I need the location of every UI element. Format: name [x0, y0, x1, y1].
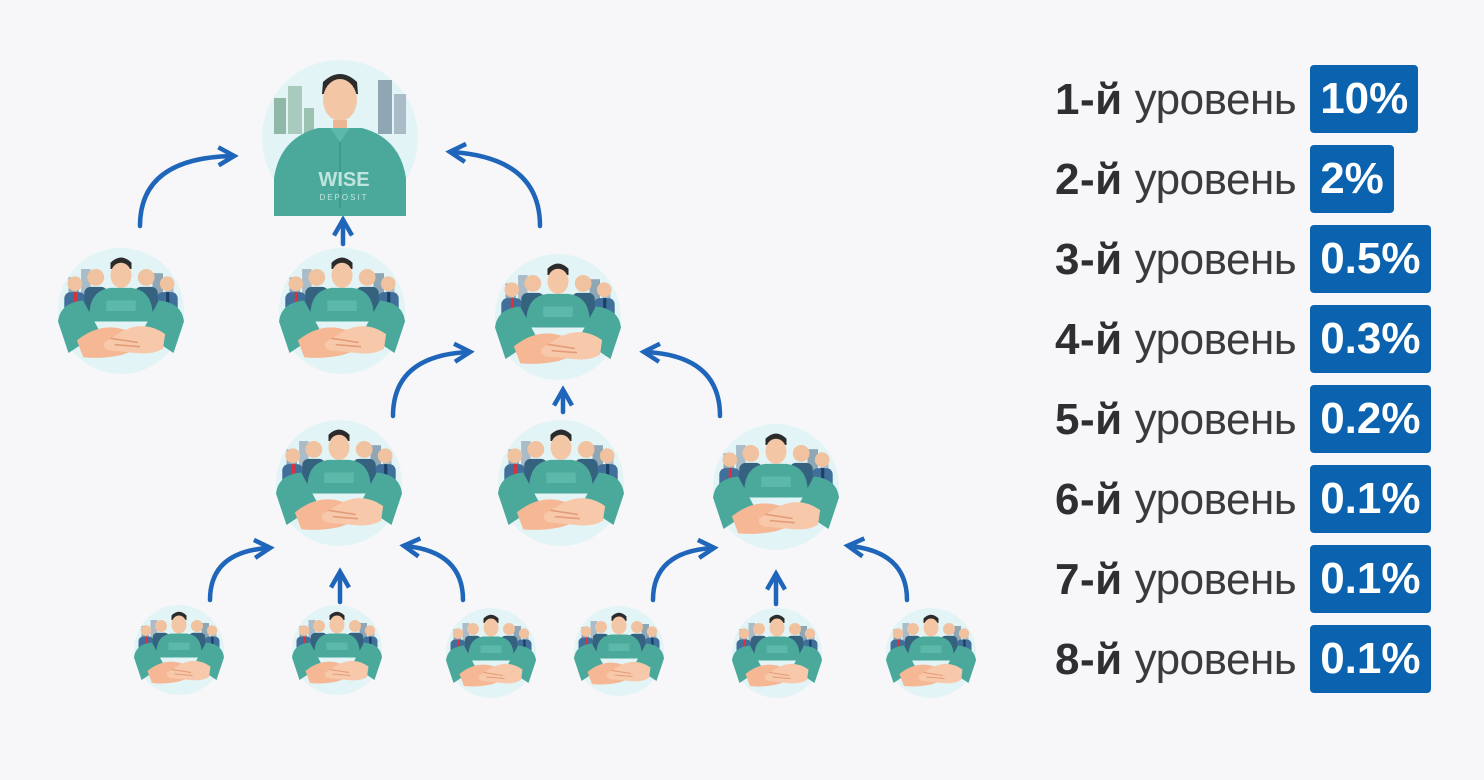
arrows — [137, 141, 910, 607]
level-number: 5-й — [1055, 395, 1123, 444]
level-row-5: 5-й уровень 0.2% — [1055, 384, 1475, 464]
level-row-2: 2-й уровень 2% — [1055, 144, 1475, 224]
level-row-1: 1-й уровень 10% — [1055, 64, 1475, 144]
level-rate-badge: 0.1% — [1310, 625, 1431, 693]
level-number: 2-й — [1055, 155, 1123, 204]
level-row-8: 8-й уровень 0.1% — [1055, 624, 1475, 704]
level-label: уровень — [1134, 315, 1297, 364]
level-number: 4-й — [1055, 315, 1123, 364]
group-node-l1-1 — [58, 248, 184, 374]
level-rate-badge: 0.2% — [1310, 385, 1431, 453]
logo-text: WISE — [318, 169, 369, 191]
level-number: 7-й — [1055, 555, 1123, 604]
level-number: 3-й — [1055, 235, 1123, 284]
group-node-l2-2 — [498, 420, 624, 546]
level-label: уровень — [1134, 635, 1297, 684]
level-number: 1-й — [1055, 75, 1123, 124]
group-node-l1-3 — [495, 254, 621, 380]
level-row-3: 3-й уровень 0.5% — [1055, 224, 1475, 304]
level-row-7: 7-й уровень 0.1% — [1055, 544, 1475, 624]
level-label: уровень — [1134, 555, 1297, 604]
level-number: 8-й — [1055, 635, 1123, 684]
group-node-l3-4 — [574, 606, 664, 696]
level-label: уровень — [1134, 155, 1297, 204]
group-node-l3-3 — [446, 608, 536, 698]
group-node-l3-2 — [292, 605, 382, 695]
top-sponsor-node: WISE DEPOSIT — [262, 60, 418, 216]
group-node-l3-5 — [732, 608, 822, 698]
referral-levels-list: 1-й уровень 10% 2-й уровень 2% 3-й урове… — [1055, 64, 1475, 704]
group-node-l1-2 — [279, 248, 405, 374]
level-rate-badge: 0.3% — [1310, 305, 1431, 373]
level-rate-badge: 0.1% — [1310, 545, 1431, 613]
group-node-l2-1 — [276, 420, 402, 546]
level-label: уровень — [1134, 475, 1297, 524]
level-label: уровень — [1134, 395, 1297, 444]
level-row-4: 4-й уровень 0.3% — [1055, 304, 1475, 384]
group-node-l3-1 — [134, 605, 224, 695]
logo-subtext: DEPOSIT — [319, 193, 368, 202]
level-rate-badge: 0.5% — [1310, 225, 1431, 293]
level-label: уровень — [1134, 75, 1297, 124]
group-node-l3-6 — [886, 608, 976, 698]
level-rate-badge: 0.1% — [1310, 465, 1431, 533]
level-label: уровень — [1134, 235, 1297, 284]
group-node-l2-3 — [713, 424, 839, 550]
level-rate-badge: 10% — [1310, 65, 1419, 133]
level-row-6: 6-й уровень 0.1% — [1055, 464, 1475, 544]
level-rate-badge: 2% — [1310, 145, 1394, 213]
level-number: 6-й — [1055, 475, 1123, 524]
referral-tree-diagram: WISE DEPOSIT — [58, 60, 976, 698]
